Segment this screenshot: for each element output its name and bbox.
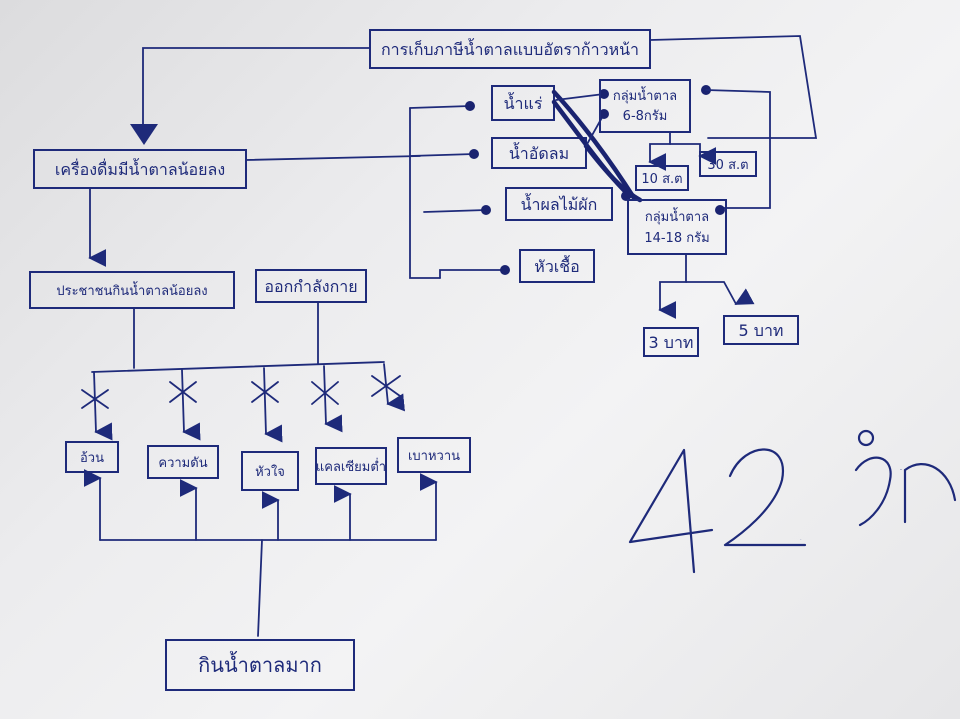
drinks-branch-line xyxy=(409,107,441,279)
drink-soda-box: น้ำอัดลม xyxy=(491,137,587,169)
title-to-left-connector xyxy=(142,47,371,129)
big-handwritten-number xyxy=(628,448,807,574)
big-number-value: 42 xyxy=(800,539,802,541)
eat-much-sugar-box: กินน้ำตาลมาก xyxy=(165,639,355,691)
tax-5-baht-box: 5 บาท xyxy=(723,315,799,345)
partial-handwritten-word xyxy=(854,429,957,527)
tax-label: 30 ส.ต xyxy=(707,158,748,173)
drink-label: น้ำผลไม้ผัก xyxy=(521,193,598,214)
group-a-range: 6-8กรัม xyxy=(623,109,668,124)
tax-label: 5 บาท xyxy=(739,321,784,340)
less-sugar-drinks-box: เครื่องดื่มมีน้ำตาลน้อยลง xyxy=(33,149,247,189)
people-eat-less-sugar-box: ประชาชนกินน้ำตาลน้อยลง xyxy=(29,271,235,309)
group-b-range: 14-18 กรัม xyxy=(644,231,709,246)
sugar-group-a-box: กลุ่มน้ำตาล 6-8กรัม xyxy=(599,79,691,133)
group-a-title: กลุ่มน้ำตาล xyxy=(613,86,677,104)
sugar-group-b-box: กลุ่มน้ำตาล 14-18 กรัม xyxy=(627,199,727,255)
blocked-arrows xyxy=(81,363,406,443)
people-label: ประชาชนกินน้ำตาลน้อยลง xyxy=(56,281,207,299)
main-to-drinks-connector xyxy=(245,155,421,161)
exercise-box: ออกกำลังกาย xyxy=(255,269,367,303)
mineral-to-group-b-link xyxy=(551,89,637,201)
tax-label: 10 ส.ต xyxy=(641,172,682,187)
drink-mineral-water-box: น้ำแร่ xyxy=(491,85,555,121)
disease-label: เบาหวาน xyxy=(408,449,460,464)
prevention-bar xyxy=(91,361,385,373)
disease-label: ความดัน xyxy=(158,456,207,471)
disease-diabetes-box: เบาหวาน xyxy=(397,437,471,473)
eat-much-sugar-label: กินน้ำตาลมาก xyxy=(198,651,322,677)
drink-label: หัวเชื้อ xyxy=(534,255,579,276)
drink-concentrate-box: หัวเชื้อ xyxy=(519,249,595,283)
disease-hypertension-box: ความดัน xyxy=(147,445,219,479)
partial-word-value: คำต xyxy=(900,469,903,471)
soda-to-group-b-link xyxy=(583,143,643,203)
tax-policy-label: การเก็บภาษีน้ำตาลแบบอัตราก้าวหน้า xyxy=(381,38,639,59)
drink-label: น้ำแร่ xyxy=(504,92,543,113)
tax-3-baht-box: 3 บาท xyxy=(643,327,699,357)
group-a-to-group-b-line xyxy=(705,89,771,209)
exercise-label: ออกกำลังกาย xyxy=(264,277,357,296)
drink-fruit-juice-box: น้ำผลไม้ผัก xyxy=(505,187,613,221)
disease-obesity-box: อ้วน xyxy=(65,441,119,473)
tax-policy-box: การเก็บภาษีน้ำตาลแบบอัตราก้าวหน้า xyxy=(369,29,651,69)
disease-label: แคลเซียมต่ำ xyxy=(316,458,386,475)
tax-10-satang-box: 10 ส.ต xyxy=(635,165,689,191)
disease-heart-box: หัวใจ xyxy=(241,451,299,491)
arrow-head-down xyxy=(130,124,158,145)
less-sugar-drinks-label: เครื่องดื่มมีน้ำตาลน้อยลง xyxy=(55,158,225,179)
tax-label: 3 บาท xyxy=(649,333,694,352)
disease-low-calcium-box: แคลเซียมต่ำ xyxy=(315,447,387,485)
disease-label: อ้วน xyxy=(80,451,104,466)
tax-30-satang-box: 30 ส.ต xyxy=(699,151,757,177)
drink-label: น้ำอัดลม xyxy=(509,142,569,163)
title-to-right-connector xyxy=(649,35,818,139)
group-b-title: กลุ่มน้ำตาล xyxy=(645,207,709,225)
cause-arrows xyxy=(83,469,438,637)
disease-label: หัวใจ xyxy=(255,464,285,480)
